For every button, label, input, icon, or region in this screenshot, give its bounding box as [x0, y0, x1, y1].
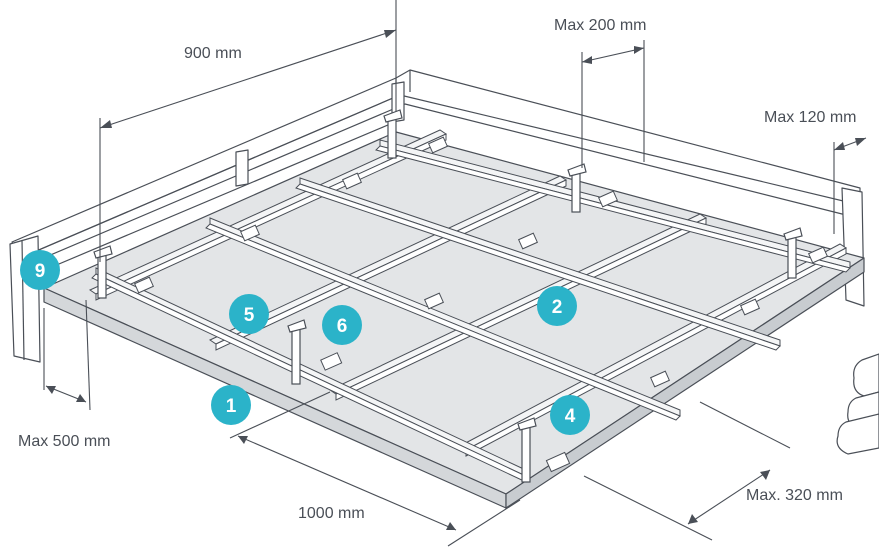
dimension-max-200-label: Max 200 mm: [554, 17, 646, 34]
hanger: [783, 227, 803, 279]
cartridge: [836, 413, 879, 455]
hanger: [517, 417, 537, 483]
badge-4: 4: [550, 395, 590, 435]
clip: [649, 370, 671, 388]
clip: [239, 224, 261, 242]
hanger: [287, 319, 307, 385]
clip: [597, 190, 619, 208]
clip: [427, 136, 449, 154]
adhesive-cartridges: [836, 353, 879, 455]
badge-9-label: 9: [35, 261, 46, 282]
dimension-arrowheads: [46, 30, 866, 530]
badge-1: 1: [211, 385, 251, 425]
clip: [320, 352, 343, 371]
dimension-1000-label: 1000 mm: [298, 505, 365, 522]
cartridge: [853, 353, 879, 397]
badge-1-label: 1: [226, 396, 237, 417]
clip: [807, 246, 829, 264]
dimension-max-320-label: Max. 320 mm: [746, 487, 843, 504]
badge-6: 6: [322, 305, 362, 345]
badge-2-label: 2: [552, 297, 563, 318]
dimension-max-500-label: Max 500 mm: [18, 433, 110, 450]
hanger: [383, 109, 403, 159]
clip: [423, 292, 445, 310]
hanger: [93, 245, 113, 299]
badge-5: 5: [229, 294, 269, 334]
badge-9: 9: [20, 250, 60, 290]
connector-clips: [133, 136, 829, 473]
clip: [739, 298, 761, 316]
dimension-900-label: 900 mm: [184, 45, 242, 62]
clip: [341, 172, 363, 190]
dimension-max-120-label: Max 120 mm: [764, 109, 856, 126]
badge-6-label: 6: [337, 316, 348, 337]
clip: [517, 232, 539, 250]
badge-2: 2: [537, 286, 577, 326]
badge-5-label: 5: [244, 305, 255, 326]
dimension-lines: [43, 0, 867, 547]
badge-4-label: 4: [565, 406, 576, 427]
clip: [545, 451, 571, 473]
hangers: [93, 109, 803, 483]
clip: [133, 276, 155, 294]
